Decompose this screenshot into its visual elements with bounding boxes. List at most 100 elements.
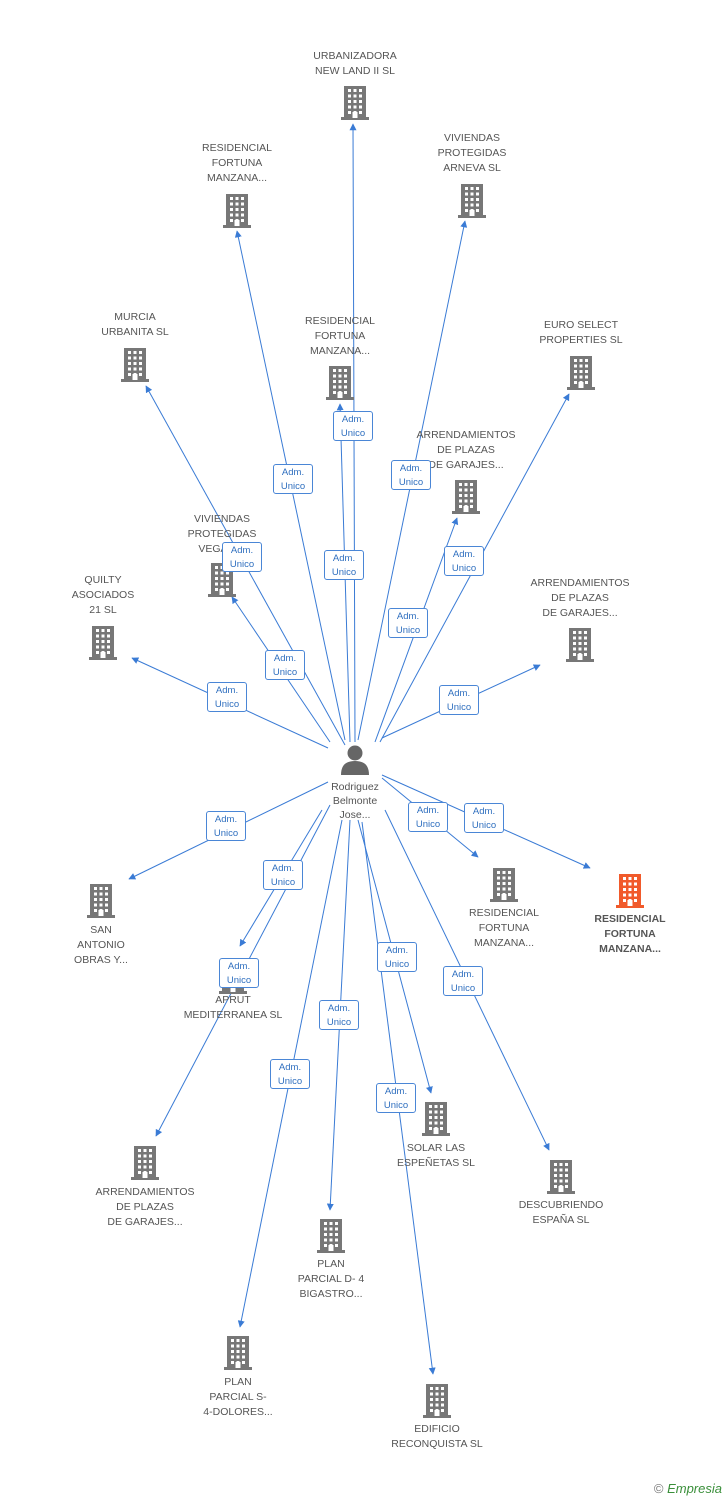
company-label-line: URBANIZADORA — [313, 50, 397, 62]
role-badge[interactable]: Adm.Unico — [222, 542, 262, 572]
role-badge-line: Unico — [277, 1076, 303, 1087]
company-label-line: NEW LAND II SL — [315, 65, 395, 77]
role-badge[interactable]: Adm.Unico — [263, 860, 303, 890]
role-badge[interactable]: Adm.Unico — [464, 803, 504, 833]
role-badge-line: Adm. — [227, 961, 251, 972]
role-badge-line: Adm. — [396, 611, 420, 622]
role-badge[interactable]: Adm.Unico — [273, 464, 313, 494]
role-badge[interactable]: Adm.Unico — [333, 411, 373, 441]
role-badge-line: Unico — [450, 983, 476, 994]
role-badge[interactable]: Adm.Unico — [391, 460, 431, 490]
role-badge[interactable]: Adm.Unico — [324, 550, 364, 580]
role-badge[interactable]: Adm.Unico — [206, 811, 246, 841]
role-badge-line: Unico — [226, 975, 252, 986]
role-badge-line: Adm. — [327, 1003, 351, 1014]
role-badge[interactable]: Adm.Unico — [207, 682, 247, 712]
role-badge[interactable]: Adm. Unico — [408, 802, 448, 832]
company-node-n1[interactable]: URBANIZADORA NEW LAND II SL — [290, 49, 420, 120]
role-badge-line: Adm. — [416, 805, 440, 816]
role-badge-line: Adm. — [384, 1086, 408, 1097]
company-label-line: FORTUNA — [314, 330, 366, 342]
building-icon — [616, 874, 644, 908]
role-badge-line: Adm. — [385, 945, 409, 956]
role-badge-line: Unico — [471, 820, 497, 831]
copyright-symbol: © — [653, 1481, 664, 1496]
role-badge[interactable]: Adm. Unico — [377, 942, 417, 972]
role-badge-line: Adm. — [332, 553, 356, 564]
company-label-line: EURO SELECT — [543, 319, 619, 331]
role-badge-line: Adm. — [281, 467, 305, 478]
company-label-line: 21 SL — [89, 604, 117, 616]
company-label-line: PLAN — [317, 1258, 345, 1270]
role-badge[interactable]: Adm.Unico — [439, 685, 479, 715]
company-label-line: ARNEVA SL — [443, 162, 501, 174]
company-label-line: BIGASTRO... — [299, 1288, 363, 1300]
company-label: EURO SELECT PROPERTIES SL — [516, 318, 646, 356]
building-icon — [452, 480, 480, 514]
role-badge[interactable]: Adm.Unico — [319, 1000, 359, 1030]
company-label-line: MURCIA — [114, 311, 156, 323]
role-badge-line: Unico — [384, 959, 410, 970]
person-node[interactable]: Rodriguez Belmonte Jose... — [295, 742, 415, 832]
company-label-line: MANZANA... — [599, 943, 661, 955]
company-label-line: SOLAR LAS — [406, 1142, 466, 1154]
brand-logo[interactable]: Empresia — [667, 1481, 722, 1496]
company-label-line: RESIDENCIAL — [201, 142, 273, 154]
role-badge[interactable]: Adm.Unico — [388, 608, 428, 638]
role-badge-line: Unico — [272, 667, 298, 678]
building-icon — [422, 1102, 450, 1136]
company-label-line: PARCIAL S- — [209, 1391, 267, 1403]
role-badge-line: Unico — [415, 819, 441, 830]
role-badge[interactable]: Adm. Unico — [219, 958, 259, 988]
company-label-line: DE GARAJES... — [107, 1216, 183, 1228]
role-badge[interactable]: Adm.Unico — [444, 546, 484, 576]
company-label-line: 4-DOLORES... — [203, 1406, 273, 1418]
company-label-line: VIVIENDAS — [443, 132, 501, 144]
company-label-line: DESCUBRIENDO — [518, 1199, 604, 1211]
role-badge-line: Adm. — [215, 685, 239, 696]
role-badge-line: Adm. — [271, 863, 295, 874]
role-badge-line: Adm. — [447, 688, 471, 699]
role-badge[interactable]: Adm.Unico — [270, 1059, 310, 1089]
building-icon — [423, 1384, 451, 1418]
building-icon — [223, 194, 251, 228]
role-badge[interactable]: Adm.Unico — [443, 966, 483, 996]
person-icon — [341, 745, 369, 775]
company-label-line: RECONQUISTA SL — [391, 1438, 483, 1450]
company-label-line: DE GARAJES... — [428, 459, 504, 471]
company-label-line: DE PLAZAS — [116, 1201, 174, 1213]
role-badge[interactable]: Adm.Unico — [376, 1083, 416, 1113]
company-node-n6[interactable]: EURO SELECT PROPERTIES SL — [516, 318, 646, 390]
role-badge[interactable]: Adm.Unico — [265, 650, 305, 680]
company-label-line: SAN — [90, 924, 112, 936]
company-label-line: OBRAS Y... — [74, 954, 128, 966]
footer-credit: © Empresia — [654, 1481, 722, 1496]
company-label-line: QUILTY — [84, 574, 122, 586]
company-label-line: PROPERTIES SL — [539, 334, 623, 346]
